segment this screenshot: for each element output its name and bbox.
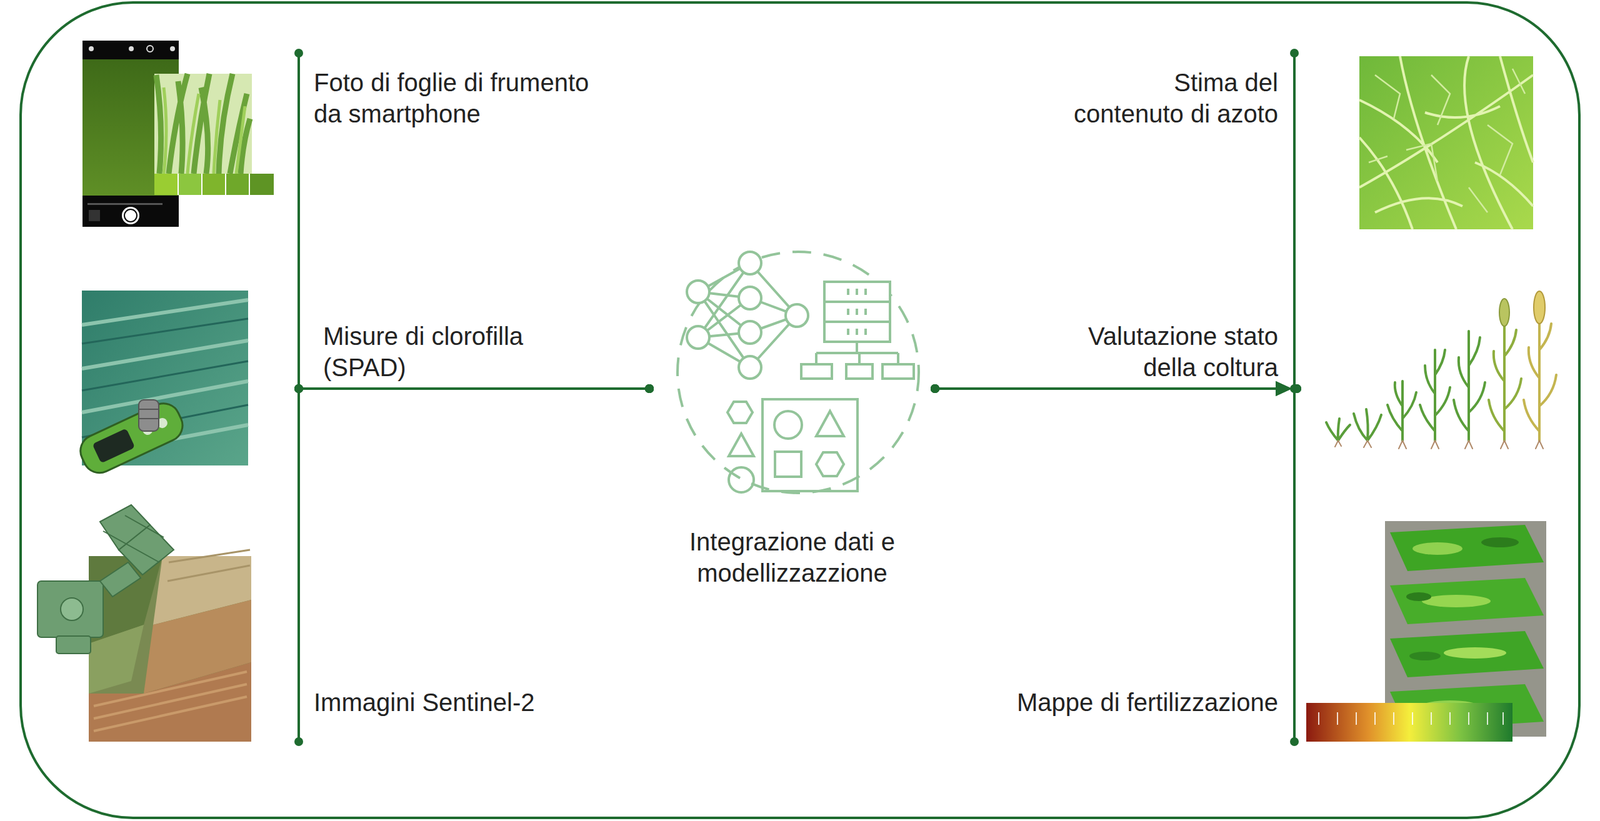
connector [930,48,1302,397]
text-node: Mappe di fertilizzazione [965,684,1295,742]
connector [930,381,1302,747]
node-label: Immagini Sentinel-2 [313,686,627,719]
node-label: Valutazione stato della coltura [1062,320,1279,384]
text-node: Stima del contenuto di azoto [1059,53,1295,147]
process-node: Integrazione dati e modellizzazzione [649,243,935,572]
connector [294,384,654,394]
node-label: Misure di clorofilla (SPAD) [323,320,561,384]
leaf-texture-illustration [1359,56,1534,230]
connector [294,384,654,747]
node-label: Foto di foglie di frumento da smartphone [313,66,602,130]
connector [930,381,1302,397]
node-label: Mappe di fertilizzazione [965,686,1279,719]
outer-frame [20,2,1580,819]
node-label: Integrazione dati e modellizzazzione [684,526,900,589]
text-node: Immagini Sentinel-2 [298,684,637,742]
connector [294,48,654,394]
node-label: Stima del contenuto di azoto [1062,66,1279,130]
fertilization-map-illustration [1306,521,1547,742]
spad-meter-illustration [75,290,249,479]
text-node: Misure di clorofilla (SPAD) [298,315,587,389]
modelling-icon [677,251,919,494]
smartphone-illustration [82,40,274,227]
text-node: Foto di foglie di frumento da smartphone [298,53,637,147]
text-node: Valutazione stato della coltura [1059,315,1295,389]
satellite-illustration [37,505,252,742]
wheat-growth-illustration [1326,291,1557,449]
